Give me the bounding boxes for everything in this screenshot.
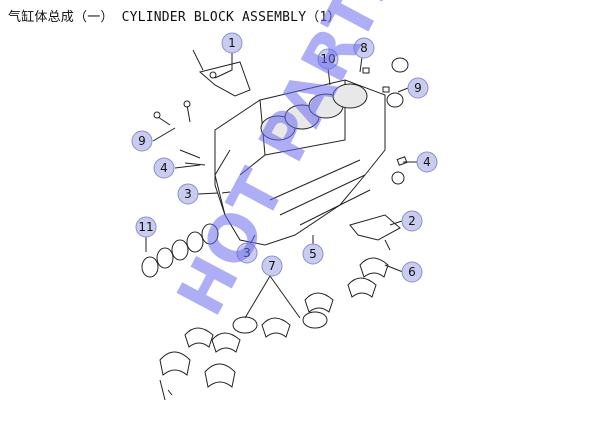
svg-text:3: 3 <box>243 246 251 260</box>
svg-text:1: 1 <box>228 36 236 50</box>
watermark-text: HOT PARTS <box>164 0 417 328</box>
svg-text:3: 3 <box>184 187 192 201</box>
oil-seal-rings <box>141 223 219 278</box>
svg-text:4: 4 <box>160 161 168 175</box>
svg-text:2: 2 <box>408 214 416 228</box>
bearing-shells <box>159 257 389 401</box>
callout-3: 3 <box>177 183 199 205</box>
svg-text:10: 10 <box>320 52 335 66</box>
callout-8: 8 <box>353 37 375 59</box>
svg-text:9: 9 <box>414 81 422 95</box>
callout-7: 7 <box>261 255 283 277</box>
callout-9: 9 <box>131 130 153 152</box>
leader-lines <box>145 52 418 319</box>
callout-9b: 9 <box>407 77 429 99</box>
callout-5: 5 <box>302 243 324 265</box>
svg-text:4: 4 <box>423 155 431 169</box>
svg-text:8: 8 <box>360 41 368 55</box>
mount-bracket <box>192 49 251 97</box>
page-title: 气缸体总成（一） CYLINDER BLOCK ASSEMBLY（1） <box>8 10 341 25</box>
callout-10: 10 <box>317 48 339 70</box>
svg-text:7: 7 <box>268 259 276 273</box>
cylinder-block <box>214 79 386 246</box>
plugs-and-seals <box>362 57 409 185</box>
side-bracket <box>349 214 401 251</box>
svg-text:9: 9 <box>138 134 146 148</box>
callout-1: 1 <box>221 32 243 54</box>
callout-6: 6 <box>401 261 423 283</box>
svg-text:5: 5 <box>309 247 317 261</box>
callout-11: 11 <box>135 216 157 238</box>
callout-2: 2 <box>401 210 423 232</box>
callout-4b: 4 <box>416 151 438 173</box>
svg-text:11: 11 <box>138 220 153 234</box>
callout-4: 4 <box>153 157 175 179</box>
callout-3b: 3 <box>236 242 258 264</box>
left-bolts <box>153 100 231 194</box>
svg-text:6: 6 <box>408 265 416 279</box>
